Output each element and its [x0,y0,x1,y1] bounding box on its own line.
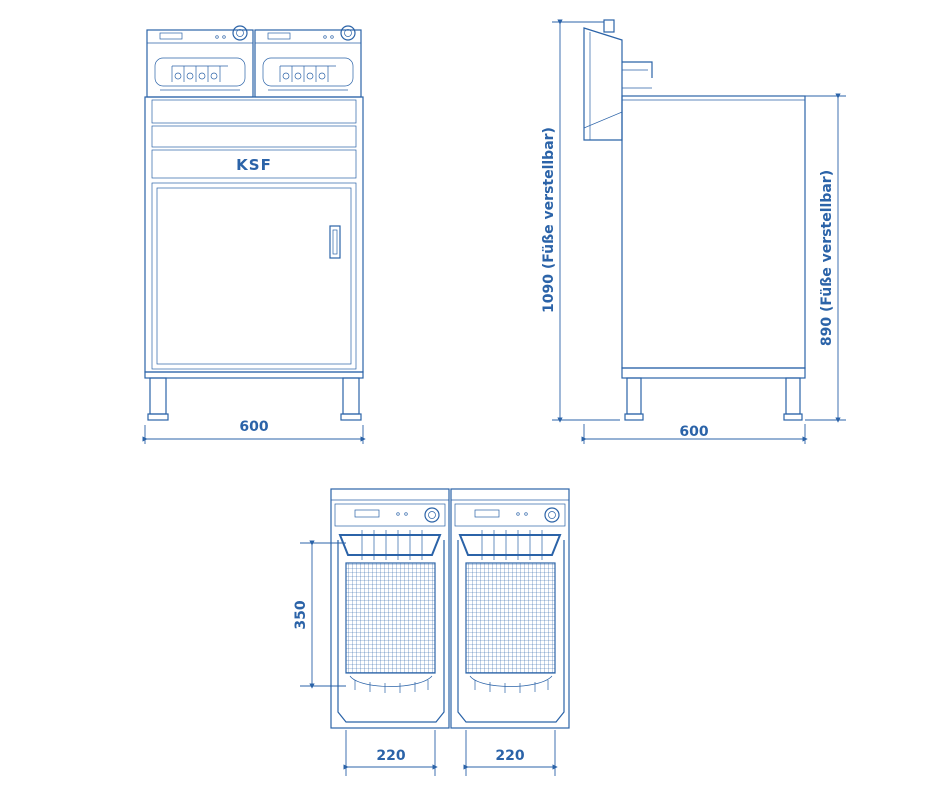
basket-width-left-label: 220 [376,748,405,764]
front-view: KSF 600 [142,25,366,444]
basket-depth-label: 350 [293,600,309,629]
total-height-dimension: 1090 (Füße verstellbar) [541,19,620,423]
basket-width-dimension-right: 220 [463,730,558,776]
basket-depth-dimension: 350 [293,540,346,689]
front-cabinet: KSF [144,96,364,373]
side-fryer-head [583,19,653,141]
counter-height-label: 890 (Füße verstellbar) [819,170,835,346]
total-height-label: 1090 (Füße verstellbar) [541,127,557,313]
top-unit-right [450,488,570,729]
fry-basket-right [465,562,556,674]
front-legs [144,371,364,421]
side-depth-dimension: 600 [581,424,808,444]
thermostat-knob-icon [544,507,560,523]
basket-width-dimension-left: 220 [343,730,438,776]
knob-icon [603,19,615,33]
front-width-dimension: 600 [142,419,366,444]
thermostat-knob-icon [424,507,440,523]
basket-hook [338,534,442,556]
brand-logo: KSF [236,156,272,174]
top-unit-left [330,488,450,729]
basket-hook [458,534,562,556]
side-view: 1090 (Füße verstellbar) 890 (Füße verste… [541,19,846,444]
fry-basket-left [345,562,436,674]
front-width-label: 600 [239,419,268,435]
side-depth-label: 600 [679,424,708,440]
basket-width-right-label: 220 [495,748,524,764]
front-fryer-head-right [254,25,362,98]
door-handle [329,225,341,259]
side-cabinet [621,95,806,379]
side-legs [624,377,803,421]
front-fryer-head-left [146,25,254,98]
top-view: 350 220 220 [293,488,570,776]
thermostat-knob-icon [340,25,356,41]
counter-height-dimension: 890 (Füße verstellbar) [805,93,846,423]
thermostat-knob-icon [232,25,248,41]
